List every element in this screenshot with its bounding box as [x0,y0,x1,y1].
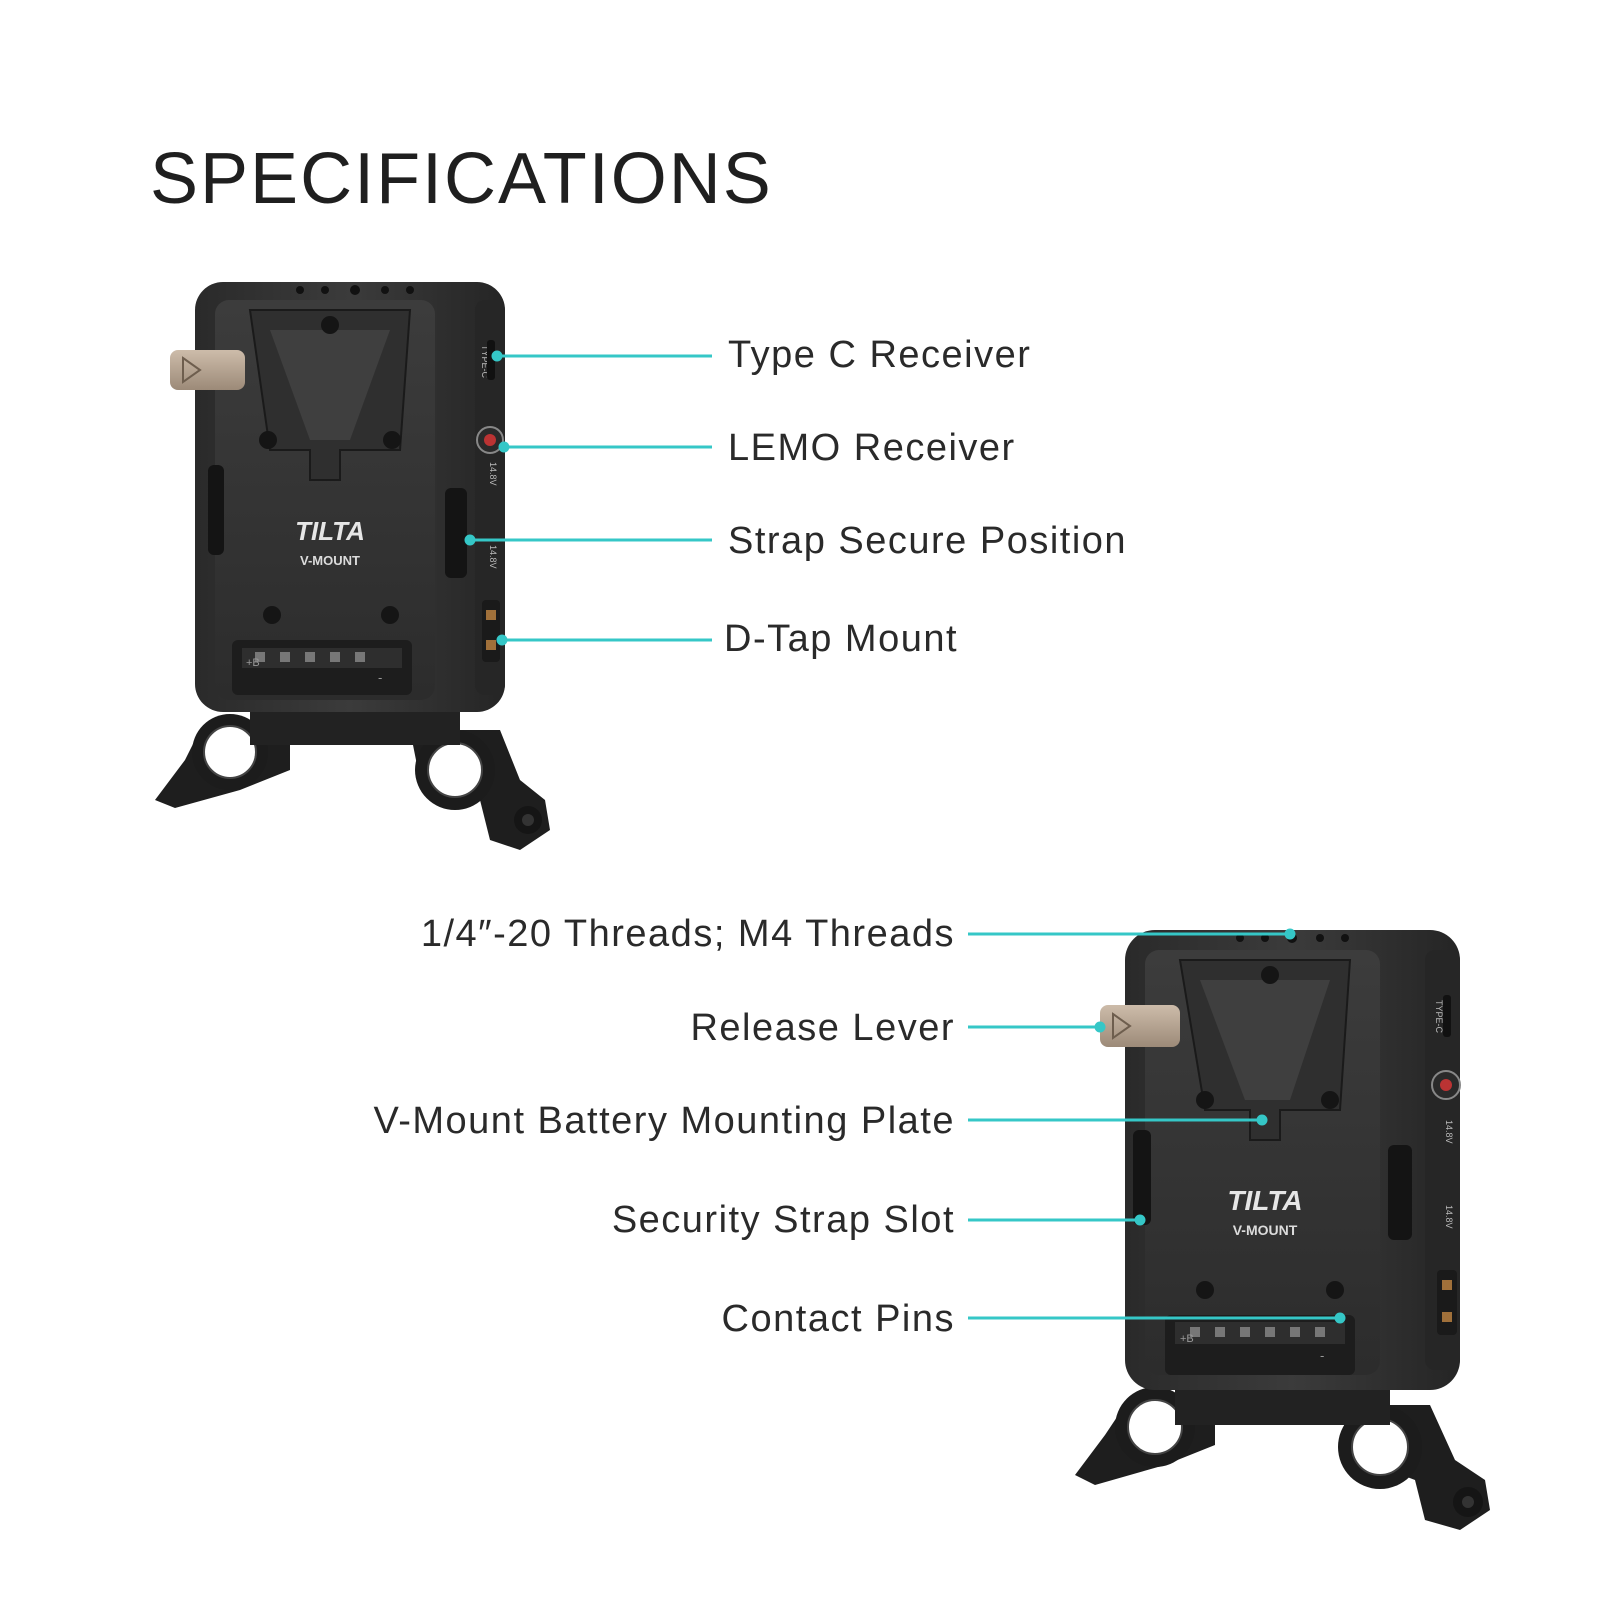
type-c-port-2 [1443,995,1451,1037]
brand-logo: TILTA [295,516,365,546]
label-strap-secure-position: Strap Secure Position [728,520,1128,562]
bottom-leaders [968,928,1346,1324]
model-label-2: V-MOUNT [1233,1222,1298,1238]
label-threads: 1/4″-20 Threads; M4 Threads [420,913,955,955]
label-d-tap-mount: D-Tap Mount [724,618,959,660]
label-contact-pins: Contact Pins [721,1298,955,1340]
contact-plus-marking: +B [246,657,260,669]
d-tap-port [482,600,500,662]
top-thread-holes [296,285,414,295]
label-type-c-receiver: Type C Receiver [728,334,1032,376]
side-marking-voltage-1-2: 14.8V [1444,1120,1454,1144]
side-marking-voltage-2-2: 14.8V [1444,1205,1454,1229]
rod-clamp-left [155,714,290,808]
rod-clamp-right-2 [1338,1405,1490,1530]
side-marking-voltage-1: 14.8V [488,462,498,486]
top-leaders [464,350,712,646]
strap-slot-right [445,488,467,578]
rod-clamp-right [410,730,550,850]
contact-minus-marking: - [378,670,382,685]
contact-plus-marking-2: +B [1180,1333,1194,1345]
strap-slot-right-2 [1388,1145,1412,1240]
contact-minus-marking-2: - [1320,1348,1324,1363]
side-marking-voltage-2: 14.8V [488,545,498,569]
label-lemo-receiver: LEMO Receiver [728,427,1016,469]
page-title: SPECIFICATIONS [150,139,773,219]
label-release-lever: Release Lever [690,1007,955,1049]
d-tap-port-2 [1437,1270,1457,1335]
label-security-strap-slot: Security Strap Slot [611,1199,955,1241]
side-marking-typec-2: TYPE-C [1434,1000,1444,1034]
strap-slot-left-2 [1133,1130,1151,1225]
release-lever-2 [1100,1005,1180,1047]
device-front-view: TILTA V-MOUNT +B - TYPE-C 14.8V 14.8V [155,282,550,850]
side-marking-typec: TYPE-C [480,345,490,379]
strap-slot-left [208,465,224,555]
label-v-mount-plate: V-Mount Battery Mounting Plate [373,1100,955,1142]
release-lever [170,350,245,390]
model-label: V-MOUNT [300,553,360,568]
brand-logo-2: TILTA [1227,1185,1302,1216]
device-angled-view: TILTA V-MOUNT +B - TYPE-C 14.8V 14.8V [1075,930,1490,1530]
type-c-port [487,340,495,380]
